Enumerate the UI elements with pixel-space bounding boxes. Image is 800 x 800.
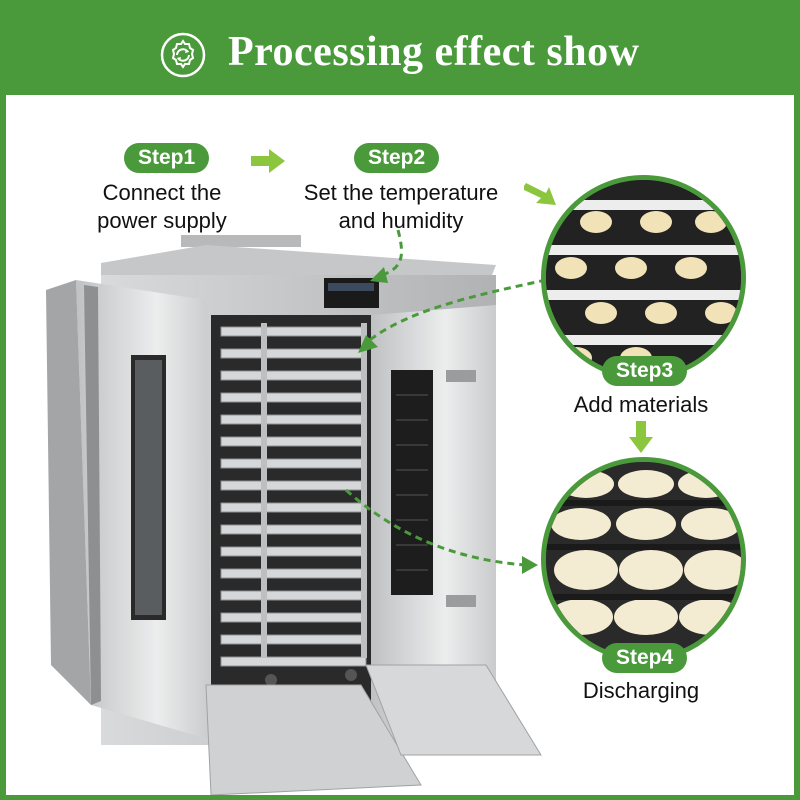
header-banner: Processing effect show [0,0,800,95]
step3-dough-tray-image [541,175,746,380]
arrow-right-icon [251,149,285,173]
step3-caption: Add materials [573,392,709,417]
step1-badge: Step1 [124,143,210,173]
step1-caption-line1: Connect the [102,180,222,205]
step1-caption-line2: power supply [97,208,227,233]
page-title: Processing effect show [228,29,640,75]
step4-caption: Discharging [582,678,700,703]
proofer-machine-illustration [46,235,542,795]
content-panel: Step1 Connect the power supply Step2 Set… [6,95,794,795]
arrow-down-icon [629,421,653,453]
step3-badge: Step3 [602,356,688,386]
step4-badge: Step4 [602,643,688,673]
step4-proofed-dough-image [541,457,746,662]
step2-caption-line1: Set the temperature [303,180,499,205]
arrow-diagonal-icon [524,183,556,205]
gear-refresh-icon [160,32,206,78]
step2-caption-line2: and humidity [338,208,464,233]
step2-badge: Step2 [354,143,440,173]
